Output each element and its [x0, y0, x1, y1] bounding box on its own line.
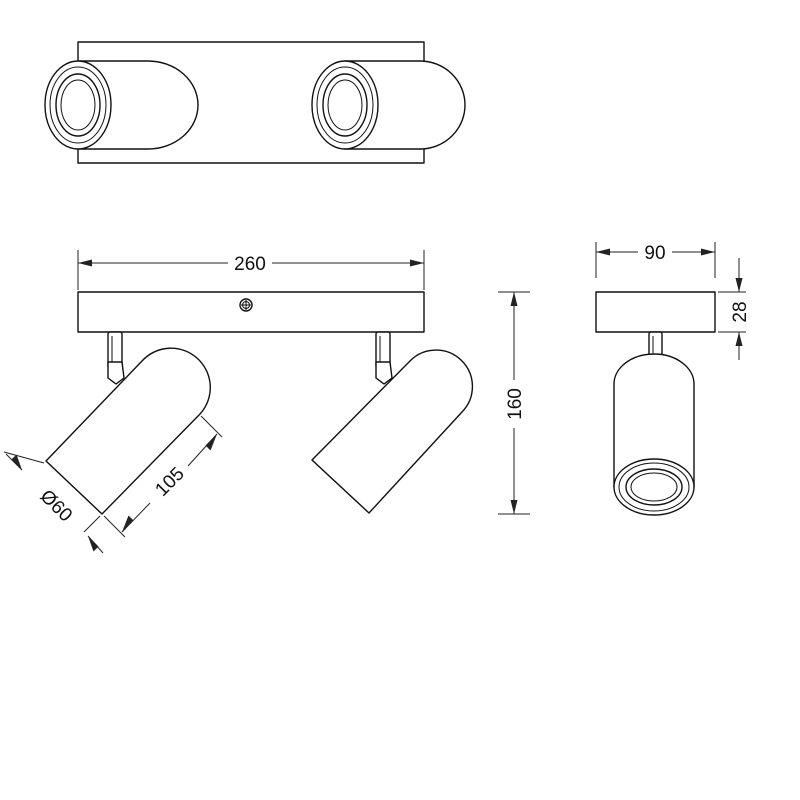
screw-icon — [239, 298, 253, 312]
front-view — [45, 291, 474, 515]
dimension-height-label: 160 — [505, 388, 526, 420]
dimension-height: 160 — [498, 291, 530, 515]
dimension-width-label: 260 — [234, 254, 266, 275]
dimension-head-diameter-label: Ø60 — [36, 486, 76, 526]
dimension-width: 260 — [77, 250, 425, 290]
dimension-base-thickness: 28 — [718, 258, 751, 360]
front-view-arm-left — [107, 331, 125, 385]
side-view-spotlight-body — [613, 353, 695, 516]
dimension-depth-label: 90 — [644, 243, 665, 264]
dimension-base-thickness-label: 28 — [730, 301, 751, 322]
front-view-arm-right — [375, 331, 393, 385]
side-view-base-block — [595, 291, 716, 333]
top-view — [44, 41, 466, 164]
front-view-base-bar — [77, 291, 425, 333]
front-view-spotlight-left — [45, 347, 211, 515]
dimension-head-length-label: 105 — [151, 463, 188, 500]
top-view-spotlight-right — [311, 60, 466, 150]
front-view-spotlight-right — [311, 349, 474, 514]
top-view-spotlight-left — [44, 60, 199, 150]
dimension-depth: 90 — [595, 242, 716, 278]
side-view — [595, 291, 716, 516]
